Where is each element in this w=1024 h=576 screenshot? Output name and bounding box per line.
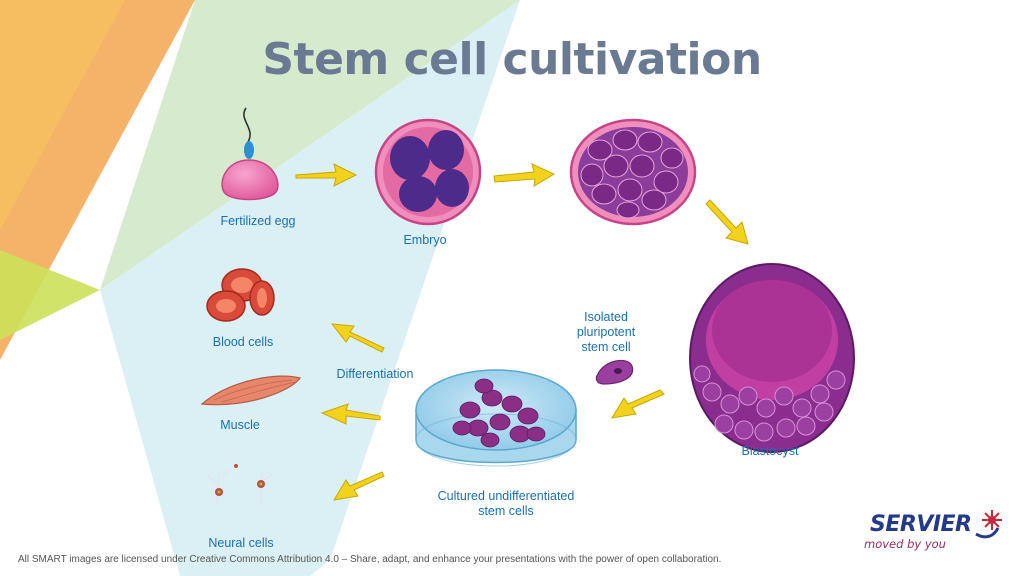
arrow-icon bbox=[611, 389, 665, 419]
morula-icon bbox=[569, 118, 697, 226]
fertilized-egg-icon bbox=[221, 107, 279, 201]
license-footer: All SMART images are licensed under Crea… bbox=[18, 554, 722, 565]
servier-logo-flower-icon bbox=[975, 510, 1002, 539]
muscle-icon bbox=[200, 375, 301, 406]
label-fertilized-egg: Fertilized egg bbox=[220, 214, 296, 228]
arrow-icon bbox=[295, 163, 358, 187]
label-cultured-stem-cells: Cultured undifferentiated stem cells bbox=[437, 489, 575, 518]
embryo-icon bbox=[374, 118, 482, 226]
label-blood-cells: Blood cells bbox=[212, 335, 274, 349]
arrow-icon bbox=[705, 199, 749, 245]
arrow-icon bbox=[333, 471, 385, 501]
label-muscle: Muscle bbox=[220, 418, 260, 432]
servier-logo-wordmark: SERVIER bbox=[870, 512, 972, 537]
neural-cells-icon bbox=[207, 464, 273, 507]
label-differentiation: Differentiation bbox=[336, 367, 414, 381]
label-neural-cells: Neural cells bbox=[208, 536, 274, 550]
label-embryo: Embryo bbox=[403, 233, 447, 247]
label-blastocyst: Blastocyst bbox=[741, 444, 799, 458]
page-title: Stem cell cultivation bbox=[262, 34, 762, 85]
servier-logo-tagline: moved by you bbox=[864, 537, 946, 551]
arrow-icon bbox=[320, 403, 381, 425]
petri-dish-icon bbox=[415, 369, 577, 467]
isolated-stem-cell-icon bbox=[595, 359, 634, 385]
blood-cells-icon bbox=[206, 268, 275, 322]
arrow-icon bbox=[330, 323, 385, 353]
blastocyst-icon bbox=[689, 263, 855, 453]
label-isolated-stem-cell: Isolated pluripotent stem cell bbox=[576, 310, 636, 354]
arrow-icon bbox=[493, 163, 556, 187]
